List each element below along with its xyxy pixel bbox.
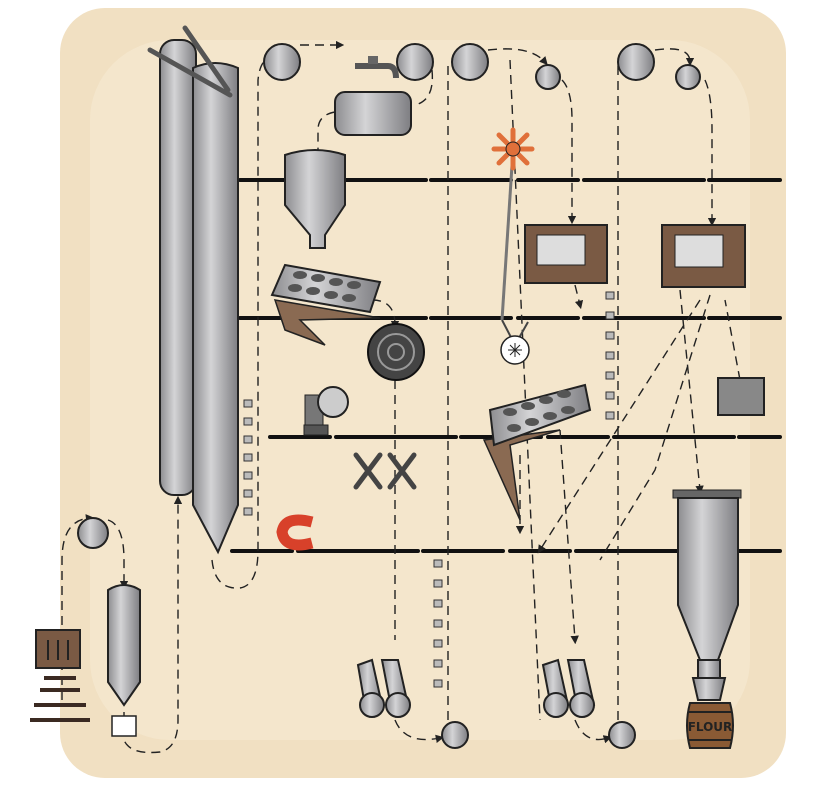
roller-icon (675, 64, 701, 90)
roller-icon (617, 43, 655, 81)
tank-icon (334, 91, 412, 136)
grinding-stone-icon (367, 323, 425, 381)
roller-icon (451, 43, 489, 81)
rollers (77, 43, 701, 749)
roller-icon (396, 43, 434, 81)
flour-barrel-icon: FLOUR (686, 702, 734, 749)
fan-icon (303, 386, 349, 436)
hopper-icon (284, 149, 346, 249)
sifter-box-icon (524, 224, 746, 288)
flour-silo-icon (672, 489, 742, 701)
train-car-icon (30, 629, 90, 722)
roller-icon (441, 721, 469, 749)
roller-icon (608, 721, 636, 749)
silo-icon (147, 25, 239, 555)
sieve-icon (482, 383, 592, 521)
windmill-icon (491, 127, 535, 365)
small-silo-icon (107, 584, 141, 737)
background-inner (90, 40, 750, 740)
sieve-icon (270, 263, 382, 346)
roller-icon (77, 517, 109, 549)
barrel-label: FLOUR (688, 720, 733, 734)
bucket-elevator-icon (243, 291, 615, 688)
roller-icon (535, 64, 561, 90)
roller-icon (263, 43, 301, 81)
roller-mill-icon (356, 658, 596, 718)
cutter-icon (353, 452, 417, 490)
small-box-icon (717, 377, 765, 416)
faucet-icon (355, 56, 399, 79)
magnet-icon (276, 514, 314, 551)
